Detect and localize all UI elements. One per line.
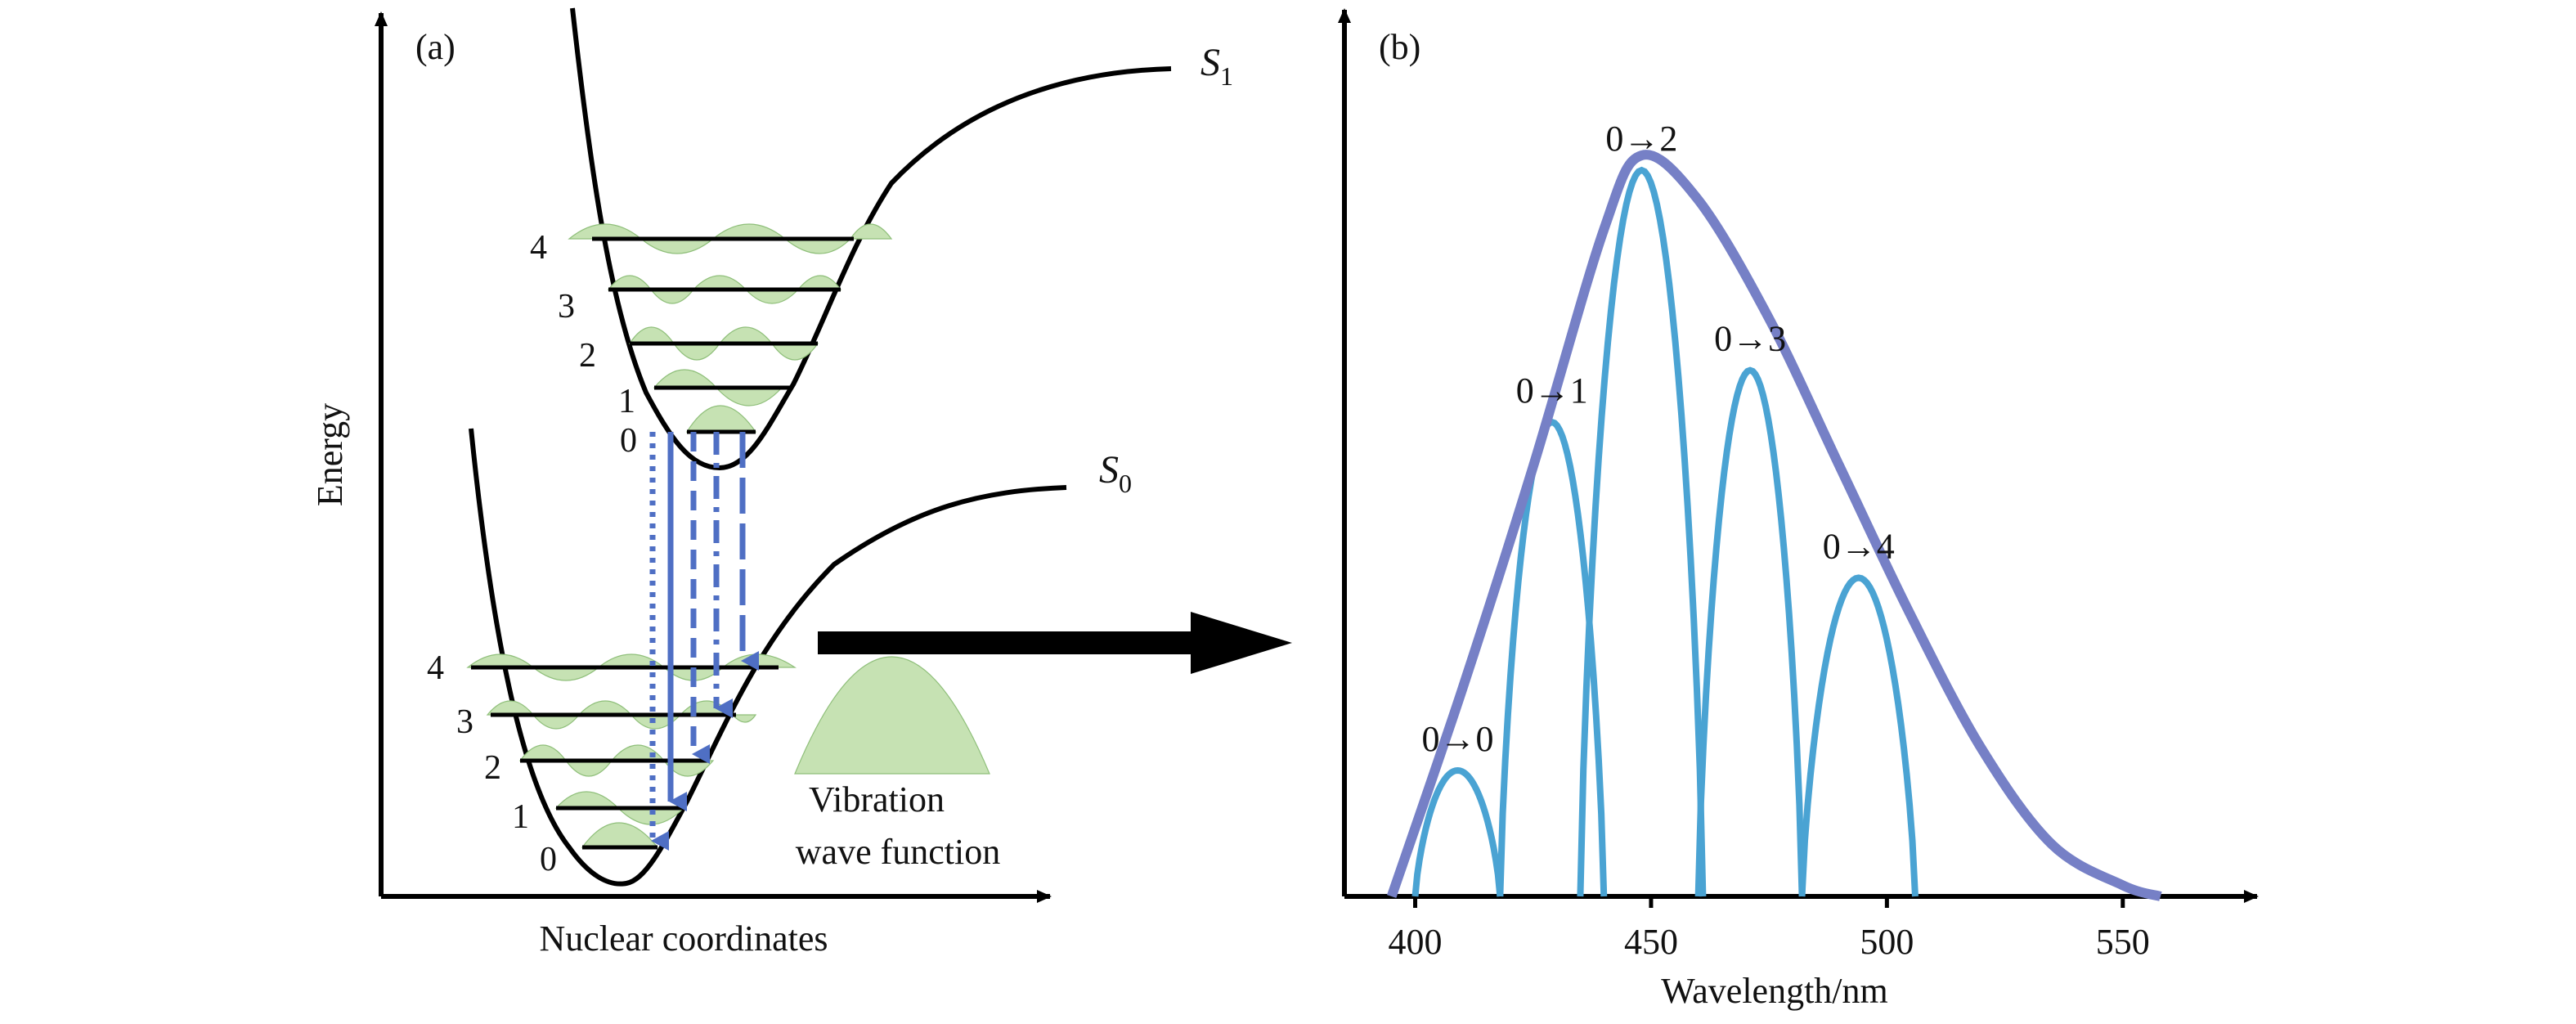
vibronic-peak-label-0: 0→0 (1421, 719, 1493, 759)
s0-level-label-1: 1 (512, 798, 529, 836)
s1-level-label-0: 0 (620, 422, 637, 460)
connector-arrow-head (1191, 612, 1292, 674)
wavefunction-legend-shape (794, 656, 990, 775)
wavelength-tick-label: 550 (2096, 922, 2150, 962)
energy-axis-label: Energy (310, 403, 350, 506)
wavelength-tick-label: 450 (1624, 922, 1678, 962)
s1-level-label-3: 3 (558, 288, 575, 326)
vibronic-peak-label-3: 0→3 (1714, 319, 1786, 359)
vibronic-peak-label-4: 0→4 (1823, 526, 1895, 566)
s0-level-label-4: 4 (427, 649, 444, 687)
wavelength-ticks: 400 450 500 550 (1389, 896, 2150, 962)
vibronic-peak-2 (1577, 166, 1707, 897)
panel-b: (b) 400 450 500 550 Wavelength/nm 0→0 0→1 0→2… (1338, 8, 2259, 1011)
s0-level-labels: 0 1 2 3 4 (427, 649, 557, 878)
vibronic-peaks (1411, 166, 1919, 897)
emission-envelope (1387, 150, 2162, 901)
vibronic-peak-labels: 0→0 0→1 0→2 0→3 0→4 (1421, 119, 1894, 759)
s1-label: S1 (1200, 41, 1233, 91)
wavelength-tick-label: 400 (1389, 922, 1443, 962)
vibronic-peak-label-2: 0→2 (1605, 119, 1677, 159)
transition-arrows (649, 432, 759, 851)
wavefunction-legend-line1: Vibration (809, 779, 945, 820)
connector-arrow-shaft (818, 631, 1194, 654)
s1-level-label-2: 2 (579, 337, 596, 375)
wavelength-tick-label: 500 (1860, 922, 1914, 962)
panel-a: (a) Energy Nuclear coordinates S1 S0 0 (310, 7, 1233, 959)
s1-wavefunction-0 (685, 405, 757, 433)
s0-level-label-2: 2 (484, 749, 501, 787)
panel-a-label: (a) (415, 27, 456, 67)
s1-level-label-4: 4 (530, 229, 547, 267)
vibronic-peak-0 (1411, 766, 1504, 897)
panel-b-label: (b) (1379, 27, 1420, 67)
s0-level-label-0: 0 (540, 841, 557, 878)
s1-wavefunction-4 (568, 223, 893, 254)
vibronic-peak-3 (1694, 366, 1806, 897)
s1-level-label-1: 1 (618, 383, 635, 420)
vibronic-peak-label-1: 0→1 (1516, 371, 1588, 411)
s0-level-label-3: 3 (456, 703, 473, 741)
wavefunction-legend-line2: wave function (796, 832, 1000, 872)
nuclear-coordinates-label: Nuclear coordinates (539, 918, 828, 959)
vibronic-peak-4 (1798, 574, 1919, 897)
s0-wavefunction-0 (581, 822, 659, 848)
panel-connector-arrow (818, 612, 1292, 674)
wavelength-axis-label: Wavelength/nm (1661, 971, 1888, 1011)
s1-level-labels: 0 1 2 3 4 (530, 229, 637, 460)
s0-label: S0 (1099, 448, 1132, 498)
vibronic-peak-1 (1497, 418, 1608, 897)
